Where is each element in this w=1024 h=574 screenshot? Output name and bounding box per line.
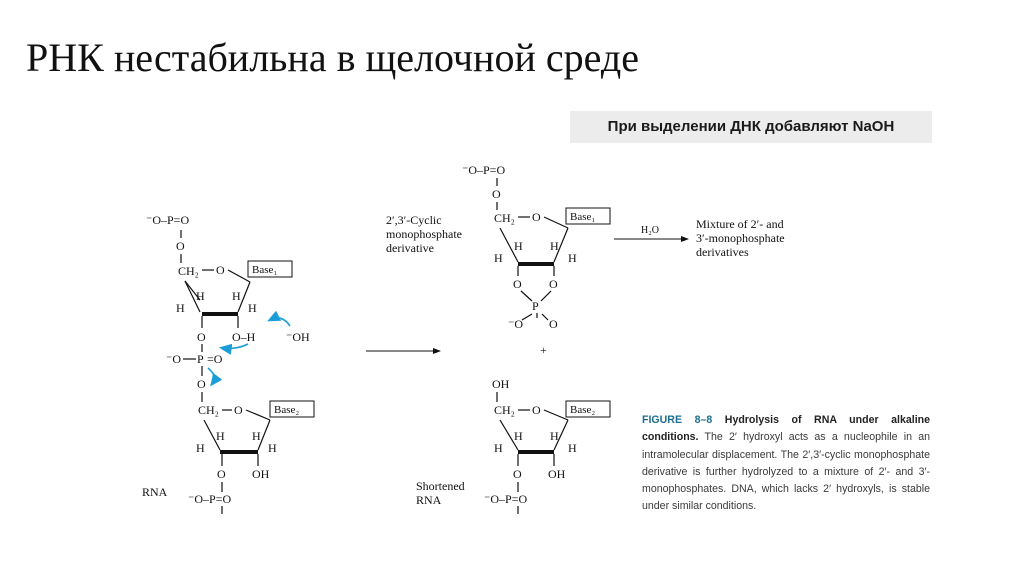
phosphate-minus-o: ⁻O (166, 352, 181, 366)
oxygen-label: O (549, 317, 558, 331)
h-label: H (568, 251, 577, 265)
shortened-line1: Shortened (416, 479, 465, 493)
hydroxide-ion: ⁻OH (286, 330, 310, 344)
mixture-line1: Mixture of 2′- and (696, 217, 784, 231)
mixture-line2: 3′-monophosphate (696, 231, 785, 245)
ch2-label: CH₂ (178, 264, 199, 278)
rna-label: RNA (142, 485, 168, 499)
shortened-line2: RNA (416, 493, 442, 507)
base1-box (247, 260, 293, 278)
hydroxyl-2prime: O–H (232, 330, 256, 344)
phosphate-top-left: ⁻O–P=O (146, 213, 189, 227)
cyclic-line3: derivative (386, 241, 434, 255)
cyclic-minus-o: ⁻O (508, 317, 523, 331)
h-label: H (568, 441, 577, 455)
phosphorus: P (532, 299, 539, 313)
base2-box (565, 400, 611, 418)
h-label: H (550, 429, 559, 443)
h-label: H (494, 441, 503, 455)
h-label: H (268, 441, 277, 455)
base2-label: Base₂ (274, 404, 299, 416)
phosphorus: P (197, 352, 204, 366)
oxygen-label: O (549, 277, 558, 291)
base2-label: Base₂ (570, 404, 595, 416)
mixture-line3: derivatives (696, 245, 749, 259)
shortened-rna: OH CH₂ O Base₂ H H H H O OH ⁻O–P=O Short… (416, 377, 611, 514)
h-label: H (550, 239, 559, 253)
ring-oxygen: O (216, 263, 225, 277)
oxygen-3prime: O (197, 330, 206, 344)
oxygen-label: O (176, 239, 185, 253)
cyclic-line2: monophosphate (386, 227, 462, 241)
hydroxyl-label: OH (492, 377, 510, 391)
cyclic-line1: 2′,3′-Cyclic (386, 213, 442, 227)
ch2-label: CH₂ (198, 403, 219, 417)
ring-oxygen: O (532, 210, 541, 224)
h-label: H (196, 441, 205, 455)
h-label: H (514, 239, 523, 253)
rna-structure: ⁻O–P=O O CH₂ O Base₁ H H H H O O–H ⁻OH ⁻… (142, 213, 315, 514)
cyclic-derivative: ⁻O–P=O O CH₂ O Base₁ H H H H O O P ⁻O O … (386, 163, 785, 331)
slide-title: РНК нестабильна в щелочной среде (26, 35, 639, 80)
ring-oxygen: O (234, 403, 243, 417)
base1-label: Base₁ (252, 264, 277, 276)
h-label: H (494, 251, 503, 265)
oxygen-label: O (492, 187, 501, 201)
oxygen-label: O (217, 467, 226, 481)
caption-body: The 2′ hydroxyl acts as a nucleophile in… (642, 431, 930, 513)
base1-label: Base₁ (570, 211, 595, 223)
base2-box (269, 400, 315, 418)
oxygen-label: O (513, 277, 522, 291)
oxygen-5prime: O (197, 377, 206, 391)
h-label: H (232, 289, 241, 303)
plus-sign: + (540, 343, 547, 357)
h-label: H (176, 301, 185, 315)
phosphate-bottom-left: ⁻O–P=O (188, 492, 231, 506)
svg-text:=O: =O (207, 352, 223, 366)
ch2-label: CH₂ (494, 211, 515, 225)
base1-box (565, 207, 611, 225)
note-box: При выделении ДНК добавляют NaOH (570, 111, 932, 143)
hydroxyl-label: OH (548, 467, 566, 481)
water-label: H₂O (641, 225, 659, 236)
hydroxyl-label: OH (252, 467, 270, 481)
h-label: H (514, 429, 523, 443)
caption-label: FIGURE 8–8 (642, 414, 713, 426)
phosphate-top-right: ⁻O–P=O (462, 163, 505, 177)
h-label: H (252, 429, 261, 443)
h-label: H (248, 301, 257, 315)
ch2-label: CH₂ (494, 403, 515, 417)
h-label: H (196, 289, 205, 303)
ring-oxygen: O (532, 403, 541, 417)
oxygen-label: O (513, 467, 522, 481)
h-label: H (216, 429, 225, 443)
caption-title: Hydrolysis of RNA under alkaline conditi… (642, 414, 930, 444)
figure-caption: FIGURE 8–8 Hydrolysis of RNA under alkal… (642, 412, 930, 516)
phosphate-bottom-right: ⁻O–P=O (484, 492, 527, 506)
